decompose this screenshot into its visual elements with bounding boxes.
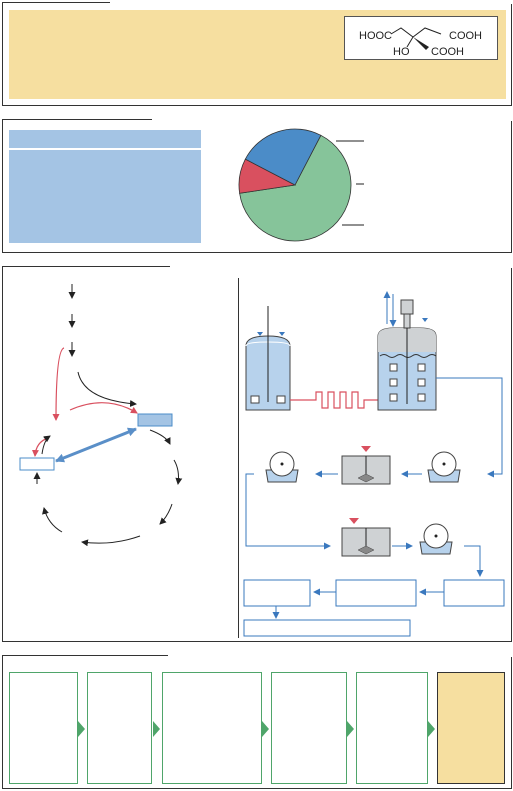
panel-tab-1 (110, 1, 512, 4)
pathway-cycle-arrow-5 (42, 507, 63, 533)
pie-slice-1 (239, 134, 352, 242)
formula-left-top: HOOC (359, 30, 392, 42)
step-box-5 (356, 672, 428, 784)
pathway-right-box (137, 413, 173, 427)
treatment-tank-1 (341, 446, 391, 485)
structural-formula-box: HOOC COOH HO COOH (344, 16, 498, 60)
formula-right-bottom: COOH (431, 46, 464, 58)
formula-right-top: COOH (449, 30, 482, 42)
step-box-1 (9, 672, 78, 784)
panel-tab-4 (168, 654, 512, 657)
product-box-2 (335, 579, 417, 607)
rotary-filter-3 (419, 523, 453, 555)
formula-hydroxyl-bond (406, 36, 414, 48)
pathway-cycle-arrow-4 (81, 535, 141, 547)
step-arrows (78, 721, 435, 737)
pie-slices (238, 128, 352, 242)
step-box-4 (271, 672, 347, 784)
pie-slice-3 (244, 128, 322, 186)
main-fermenter (377, 291, 437, 411)
panel-divider (238, 278, 239, 638)
step-arrow-1 (78, 721, 85, 737)
step-arrow-5 (428, 721, 435, 737)
pathway-cycle-arrow-1 (149, 429, 171, 445)
seed-tank (245, 306, 291, 411)
rotary-filter-2 (265, 451, 299, 483)
step-arrow-3 (262, 721, 269, 737)
step-box-2 (87, 672, 152, 784)
info-box-divider (9, 148, 201, 150)
composition-pie-chart (238, 128, 364, 242)
final-product-box (243, 619, 411, 637)
flow-drum-down (464, 545, 484, 577)
step-arrow-2 (153, 721, 160, 737)
structural-formula: HOOC COOH HO COOH (359, 27, 482, 58)
step-box-final (437, 672, 505, 784)
pathway-blue-double-arrow (55, 427, 137, 463)
step-box-3 (162, 672, 262, 784)
product-box-3 (443, 579, 505, 607)
pathway-red-branch-down (52, 347, 65, 421)
formula-wedge-bond (413, 37, 429, 50)
pathway-black-to-box (77, 371, 137, 408)
rotary-filter-1 (427, 451, 461, 483)
panel-tab-2 (152, 118, 512, 121)
production-process-diagram (243, 291, 505, 637)
step-arrow-4 (347, 721, 354, 737)
info-box (9, 130, 201, 243)
flow-fermenter-to-filter (436, 377, 503, 478)
pathway-cycle-arrow-3 (159, 503, 173, 525)
product-box-1 (243, 579, 311, 607)
pathway-red-to-box (69, 402, 138, 414)
pathway-left-box (19, 457, 55, 471)
metabolic-pathway-diagram (19, 284, 183, 547)
formula-left-bottom: HO (393, 46, 410, 58)
sterilizer-coil (290, 391, 378, 409)
panel-tab-3 (170, 265, 512, 268)
treatment-tank-2 (341, 518, 391, 557)
pathway-cycle-arrow-2 (173, 459, 183, 485)
pathway-black-loop-up (41, 435, 51, 455)
flow-to-second-tank (245, 473, 331, 550)
formula-chain (390, 27, 442, 38)
